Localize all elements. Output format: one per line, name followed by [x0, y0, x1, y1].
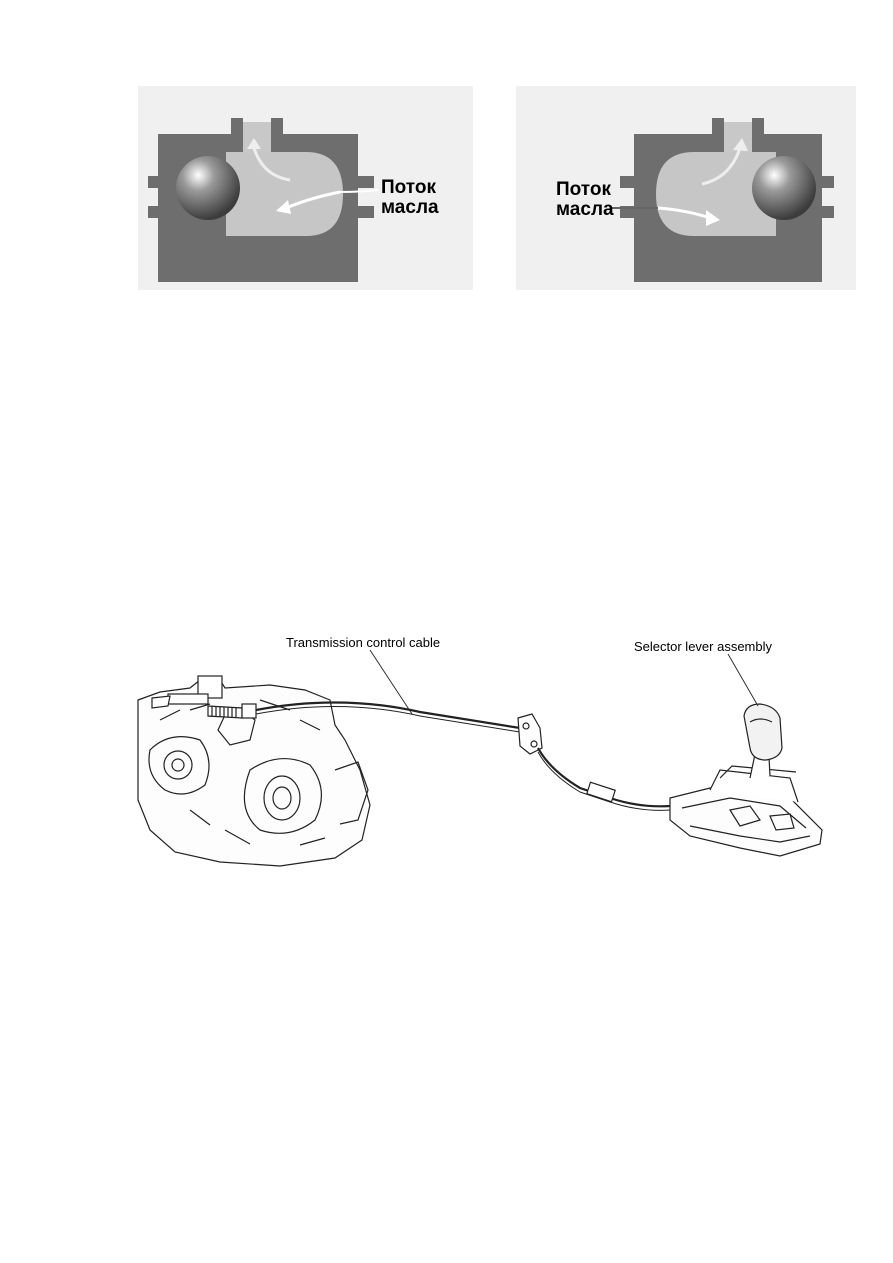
oil-flow-label-left-line2: масла [381, 196, 439, 218]
control-cable [255, 701, 521, 730]
check-valve-left-figure: Поток масла [138, 86, 473, 290]
selector-lever-assembly-label: Selector lever assembly [634, 639, 772, 654]
oil-flow-label-right-line1: Поток [556, 179, 611, 200]
check-valve-right-figure: Поток масла [516, 86, 856, 290]
transmission-control-cable-label: Transmission control cable [286, 635, 441, 650]
oil-flow-label-left: Поток масла [381, 178, 439, 218]
oil-flow-label-left-line1: Поток [381, 177, 436, 198]
check-valve-left-illustration [138, 86, 473, 290]
oil-flow-label-right: Поток масла [556, 180, 614, 220]
check-valve-right-illustration [516, 86, 856, 290]
transmission-cable-illustration [137, 649, 823, 867]
oil-flow-label-right-line2: масла [556, 198, 614, 220]
transmission-cable-figure: Transmission control cable Selector leve… [130, 630, 830, 880]
